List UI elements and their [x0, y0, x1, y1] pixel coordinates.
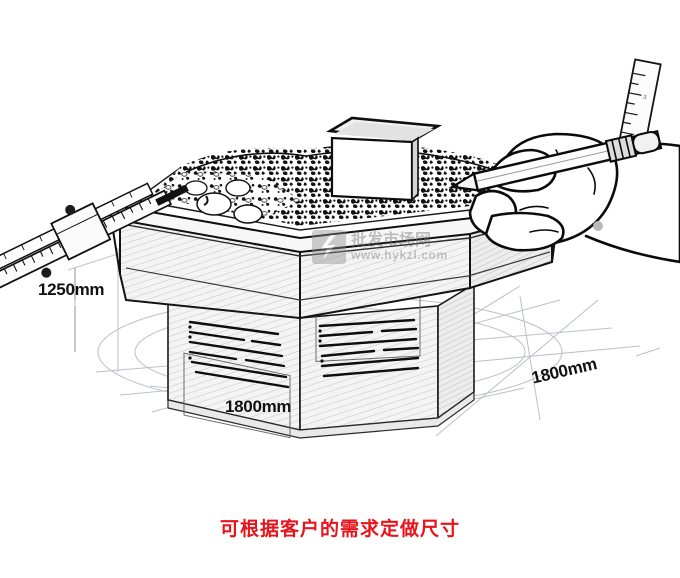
dimension-label-height: 1250mm [38, 280, 105, 299]
dimension-label-width: 1800mm [225, 397, 292, 416]
vent-louver-panels [183, 295, 421, 439]
pencil [448, 129, 663, 192]
white-container-box [325, 116, 443, 202]
vernier-caliper [0, 182, 189, 292]
display-case-tub [109, 196, 562, 320]
svg-text:3: 3 [642, 95, 647, 102]
hand-holding-pencil [468, 132, 680, 264]
custom-size-caption: 可根据客户的需求定做尺寸 [219, 518, 460, 540]
